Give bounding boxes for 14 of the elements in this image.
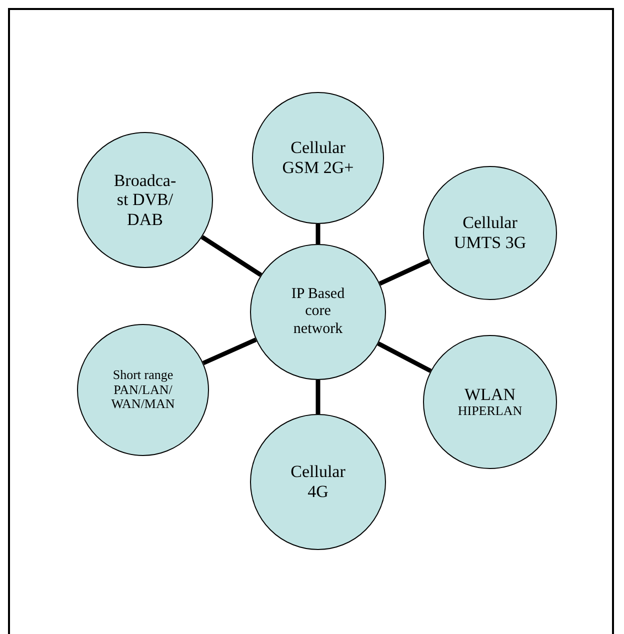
connector-line bbox=[200, 235, 262, 277]
connector-line bbox=[202, 338, 257, 366]
node-label: Cellular GSM 2G+ bbox=[281, 138, 355, 178]
connector-line bbox=[316, 224, 320, 244]
node-label: IP Based core network bbox=[290, 286, 346, 338]
connector-line bbox=[378, 258, 430, 286]
node-label: Cellular 4G bbox=[290, 462, 346, 502]
node-label: Cellular UMTS 3G bbox=[452, 213, 528, 253]
connector-line bbox=[316, 380, 320, 414]
node-label: HIPERLAN bbox=[456, 404, 524, 420]
node-label: WLAN bbox=[464, 384, 516, 404]
connector-line bbox=[377, 342, 432, 373]
node-label: Broadca-st DVB/ DAB bbox=[112, 170, 178, 230]
node-label: Short range PAN/LAN/ WAN/MAN bbox=[110, 368, 176, 412]
